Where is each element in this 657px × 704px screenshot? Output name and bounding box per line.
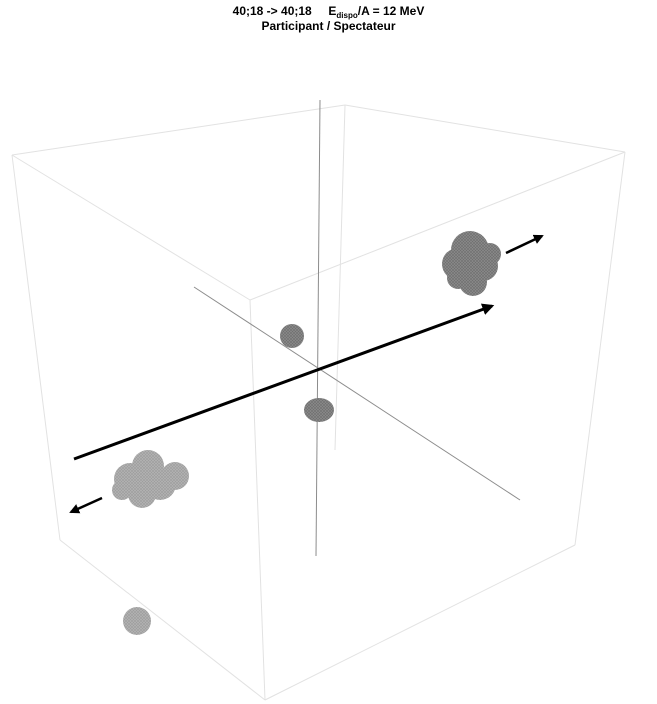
subtitle: Participant / Spectateur: [261, 19, 396, 33]
energy-subscript: dispo: [336, 11, 358, 20]
energy-value: /A = 12 MeV: [357, 4, 425, 18]
energy-symbol: E: [328, 4, 337, 18]
vertical-axis: [315, 99, 321, 557]
spectator-velocity-arrow: [69, 496, 103, 514]
spectator-fragment-cluster: [112, 450, 189, 508]
beam-arrow: [73, 303, 495, 461]
reaction-title: 40;18 -> 40;18 Edispo/A = 12 MeV: [0, 4, 657, 20]
participant-fragment-cluster: [442, 231, 501, 296]
reaction-text: 40;18 -> 40;18: [232, 4, 312, 18]
small-fragment-bottom: [123, 607, 151, 635]
small-fragment-upper: [280, 324, 304, 348]
depth-axis: [193, 286, 521, 501]
coordinate-axes: [193, 99, 521, 557]
bounding-box: [11, 104, 626, 701]
participant-velocity-arrow: [505, 234, 544, 255]
figure-title: 40;18 -> 40;18 Edispo/A = 12 MeV Partici…: [0, 4, 657, 34]
small-fragment-center: [304, 398, 334, 422]
